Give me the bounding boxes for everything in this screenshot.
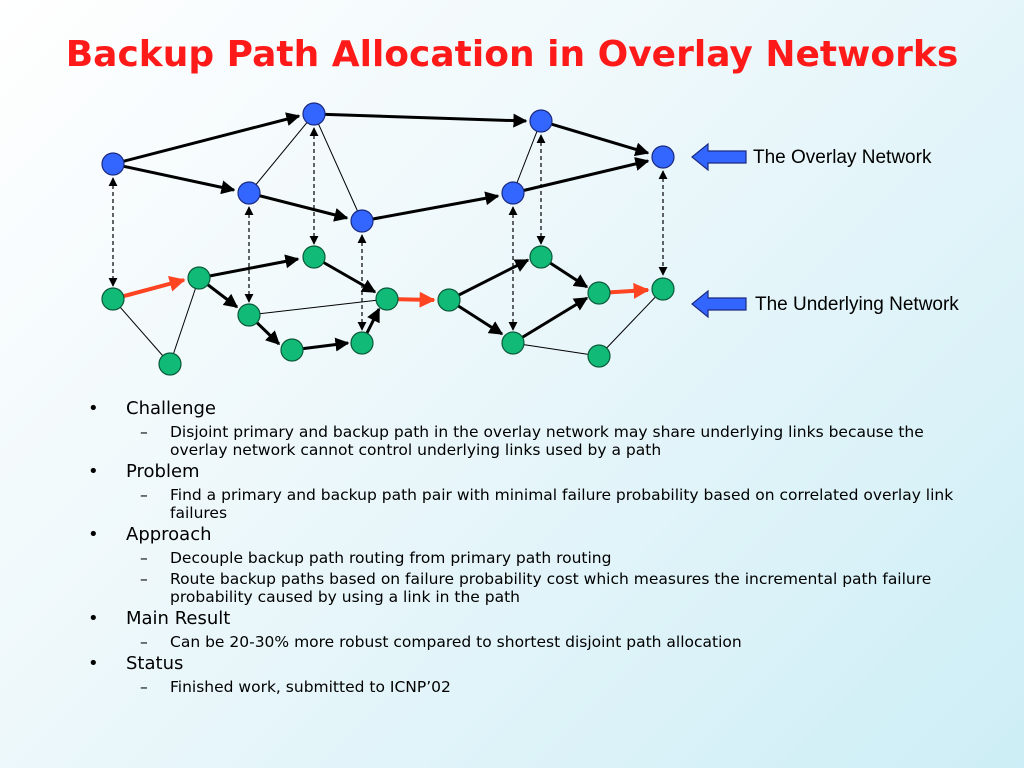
underlay-node xyxy=(529,245,553,269)
bullet-item: • Main Result xyxy=(88,608,988,630)
overlay-node xyxy=(302,102,326,126)
sub-bullet-marker: – xyxy=(140,678,148,696)
sub-bullet-text: Disjoint primary and backup path in the … xyxy=(170,423,924,459)
bullet-marker: • xyxy=(88,653,99,674)
underlay-node xyxy=(280,338,304,362)
sub-bullet-marker: – xyxy=(140,570,148,588)
underlay-node xyxy=(375,287,399,311)
mapping-links xyxy=(108,127,668,331)
overlay-node xyxy=(101,152,125,176)
overlay-node xyxy=(501,181,525,205)
sub-bullet-text: Route backup paths based on failure prob… xyxy=(170,570,932,606)
overlay-links xyxy=(112,112,650,223)
bullet-label: Status xyxy=(126,653,184,674)
overlay-node xyxy=(651,145,675,169)
bullet-item: • Status xyxy=(88,653,988,675)
overlay-network-label: The Overlay Network xyxy=(753,147,932,168)
sub-bullet-item: – Can be 20-30% more robust compared to … xyxy=(88,633,988,651)
underlying-network-label: The Underlying Network xyxy=(755,294,959,315)
sub-bullet-text: Find a primary and backup path pair with… xyxy=(170,486,954,522)
sub-bullet-item: – Disjoint primary and backup path in th… xyxy=(88,423,988,459)
slide-title: Backup Path Allocation in Overlay Networ… xyxy=(65,34,959,75)
sub-bullet-item: – Route backup paths based on failure pr… xyxy=(88,570,988,606)
bullet-marker: • xyxy=(88,398,99,419)
underlay-node xyxy=(101,287,125,311)
underlay-node xyxy=(158,352,182,376)
underlay-node xyxy=(350,331,374,355)
bullet-label: Challenge xyxy=(126,398,216,419)
underlay-node xyxy=(237,303,261,327)
bullet-marker: • xyxy=(88,524,99,545)
sub-bullet-text: Decouple backup path routing from primar… xyxy=(170,549,612,567)
bullet-item: • Approach xyxy=(88,524,988,546)
bullet-label: Problem xyxy=(126,461,200,482)
underlay-node xyxy=(302,245,326,269)
underlay-nodes xyxy=(101,245,675,376)
overlay-node xyxy=(529,109,553,133)
network-diagram xyxy=(101,102,747,376)
bullet-label: Approach xyxy=(126,524,212,545)
underlay-node xyxy=(587,281,611,305)
sub-bullet-item: – Decouple backup path routing from prim… xyxy=(88,549,988,567)
sub-bullet-item: – Finished work, submitted to ICNP’02 xyxy=(88,678,988,696)
overlay-node xyxy=(237,181,261,205)
bullet-list: • Challenge – Disjoint primary and backu… xyxy=(88,396,988,696)
underlay-node xyxy=(187,266,211,290)
underlay-node xyxy=(501,331,525,355)
overlay-pointer-arrow-icon xyxy=(691,142,747,172)
underlay-node xyxy=(651,277,675,301)
underlay-thin-links xyxy=(112,277,664,365)
underlay-node xyxy=(587,344,611,368)
bullet-label: Main Result xyxy=(126,608,231,629)
sub-bullet-marker: – xyxy=(140,549,148,567)
sub-bullet-item: – Find a primary and backup path pair wi… xyxy=(88,486,988,522)
overlay-thin-links xyxy=(248,113,542,222)
underlay-pointer-arrow-icon xyxy=(691,289,747,319)
overlay-node xyxy=(350,209,374,233)
overlay-nodes xyxy=(101,102,675,233)
sub-bullet-marker: – xyxy=(140,633,148,651)
bullet-item: • Challenge xyxy=(88,398,988,420)
sub-bullet-marker: – xyxy=(140,486,148,504)
underlay-node xyxy=(437,288,461,312)
bullet-marker: • xyxy=(88,461,99,482)
sub-bullet-text: Can be 20-30% more robust compared to sh… xyxy=(170,633,742,651)
sub-bullet-marker: – xyxy=(140,423,148,441)
sub-bullet-text: Finished work, submitted to ICNP’02 xyxy=(170,678,451,696)
bullet-item: • Problem xyxy=(88,461,988,483)
bullet-marker: • xyxy=(88,608,99,629)
